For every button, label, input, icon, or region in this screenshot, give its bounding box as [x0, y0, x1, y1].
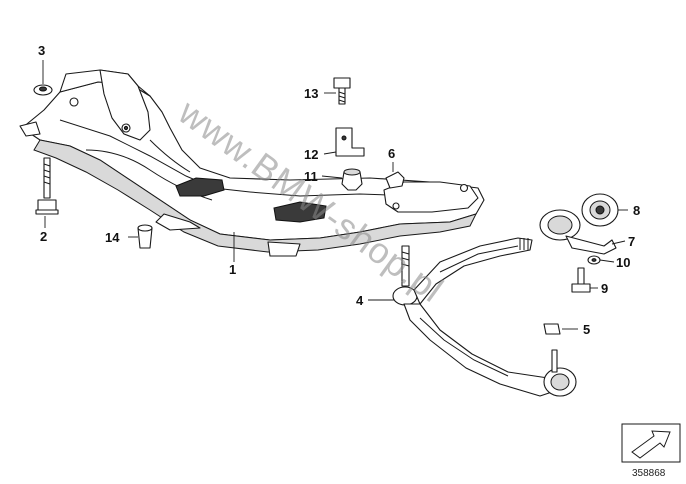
direction-arrow-icon — [631, 430, 671, 459]
callout-13: 13 — [304, 86, 318, 101]
front-axle-subframe — [19, 69, 485, 257]
washer-10 — [587, 255, 601, 265]
callout-7: 7 — [628, 234, 635, 249]
bracket-12 — [335, 127, 365, 157]
catalog-number: 358868 — [632, 468, 666, 479]
control-arm-4 — [392, 237, 577, 397]
rubber-mount-11 — [341, 168, 363, 191]
rubber-bushing-8 — [581, 193, 619, 227]
nut-5 — [543, 323, 561, 373]
callout-9: 9 — [601, 281, 608, 296]
callout-11: 11 — [304, 169, 318, 184]
callout-2: 2 — [40, 229, 47, 244]
washer-3 — [33, 84, 53, 96]
callout-1: 1 — [229, 262, 236, 277]
leader-lines — [42, 60, 628, 330]
callout-14: 14 — [105, 230, 120, 245]
bushing-bracket-7 — [539, 209, 617, 255]
bolt-13 — [333, 77, 351, 105]
callout-5: 5 — [583, 322, 590, 337]
stop-buffer-6 — [385, 171, 405, 189]
callout-6: 6 — [388, 146, 395, 161]
callout-10: 10 — [616, 255, 630, 270]
callout-labels: 1 2 3 4 5 6 7 8 9 10 11 12 13 14 — [38, 43, 640, 337]
bolt-9 — [571, 267, 591, 293]
bushing-14 — [137, 224, 153, 249]
callout-12: 12 — [304, 147, 318, 162]
direction-arrow-box — [621, 423, 681, 463]
callout-3: 3 — [38, 43, 45, 58]
callout-4: 4 — [356, 293, 364, 308]
bolt-2 — [35, 157, 59, 215]
callout-8: 8 — [633, 203, 640, 218]
